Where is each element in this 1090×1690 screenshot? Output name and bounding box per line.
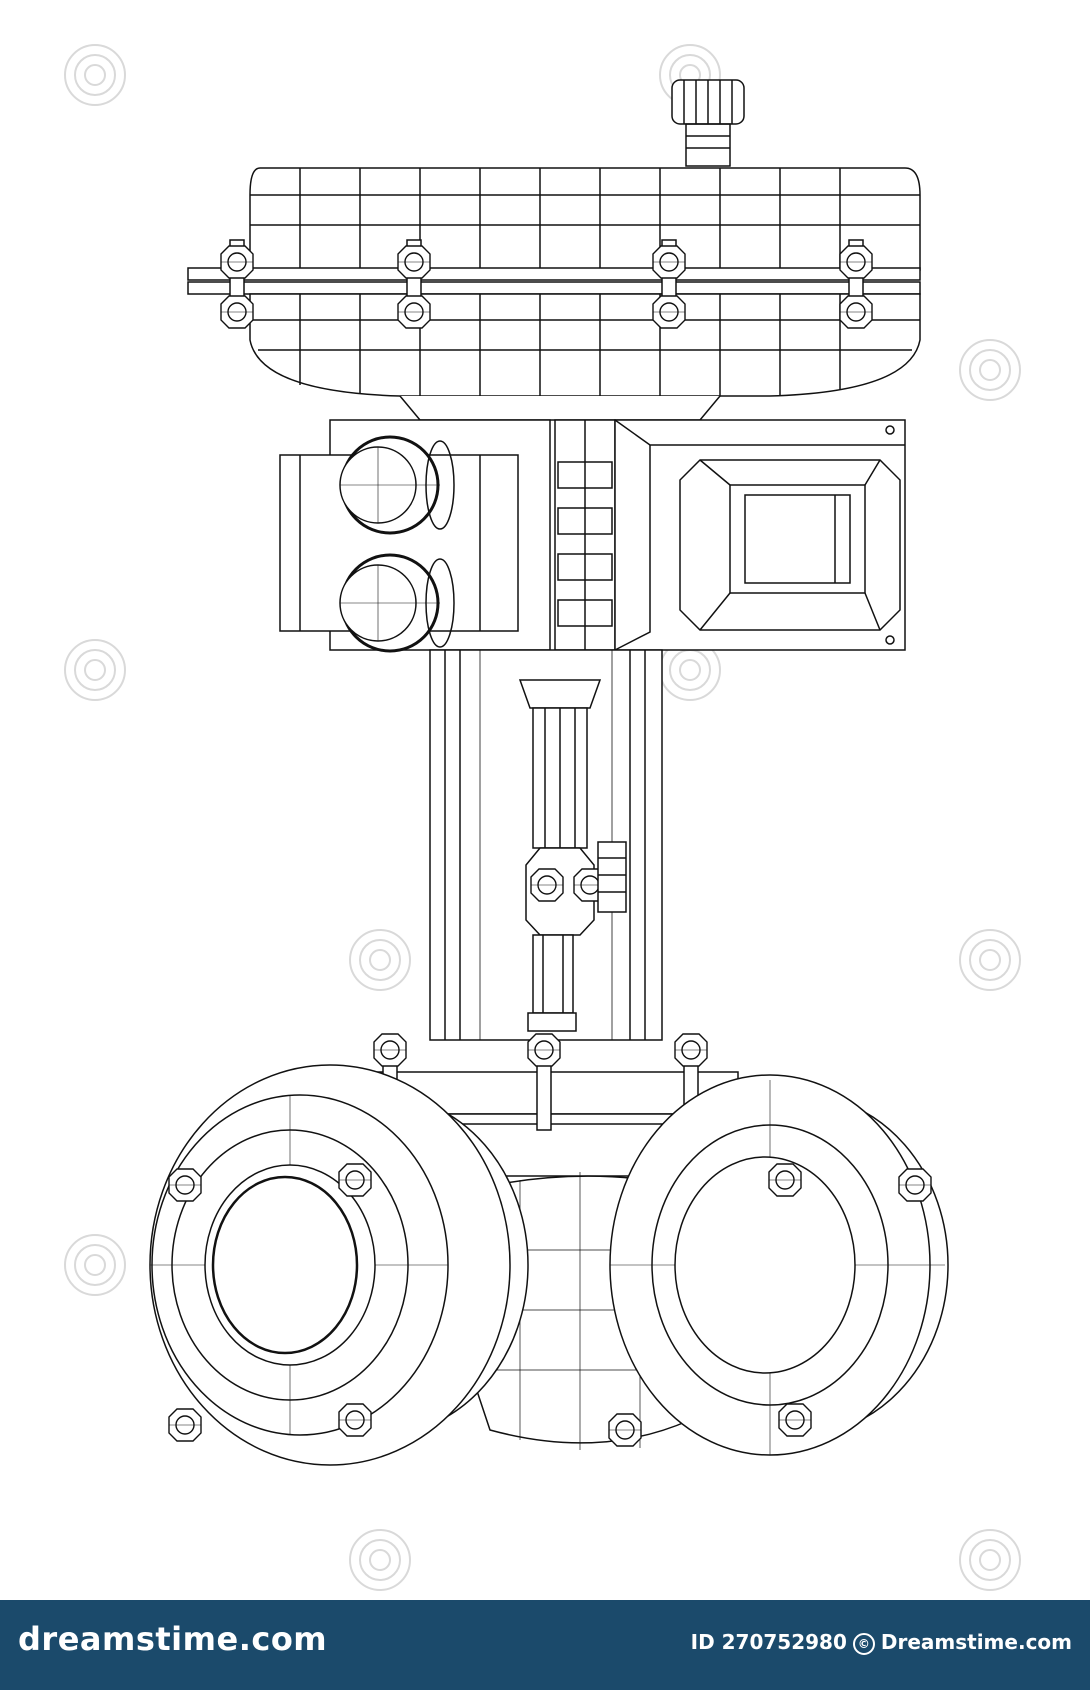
pressure-gauge-lower — [339, 553, 455, 653]
copyright-icon: © — [852, 1633, 875, 1655]
actuator-bolts — [220, 239, 873, 329]
image-id-label: ID 270752980 — [690, 1630, 847, 1654]
top-knob — [671, 79, 745, 167]
valve-wireframe-drawing — [64, 44, 1021, 1591]
drawing-area — [64, 44, 1021, 1591]
positioner-display — [614, 419, 906, 651]
site-name: Dreamstime.com — [880, 1630, 1072, 1654]
brand-logo-text: dreamstime.com — [18, 1620, 328, 1658]
stock-footer-bar: dreamstime.com ID 270752980©Dreamstime.c… — [0, 1600, 1090, 1690]
right-pipe-flange — [608, 1074, 949, 1456]
valve-stem — [525, 707, 627, 1032]
image-id-credit: ID 270752980©Dreamstime.com — [691, 1630, 1072, 1655]
actuator-housing — [187, 167, 921, 421]
positioner-block — [279, 419, 616, 651]
left-pipe-flange — [149, 1064, 529, 1466]
pressure-gauge-upper — [339, 435, 455, 535]
